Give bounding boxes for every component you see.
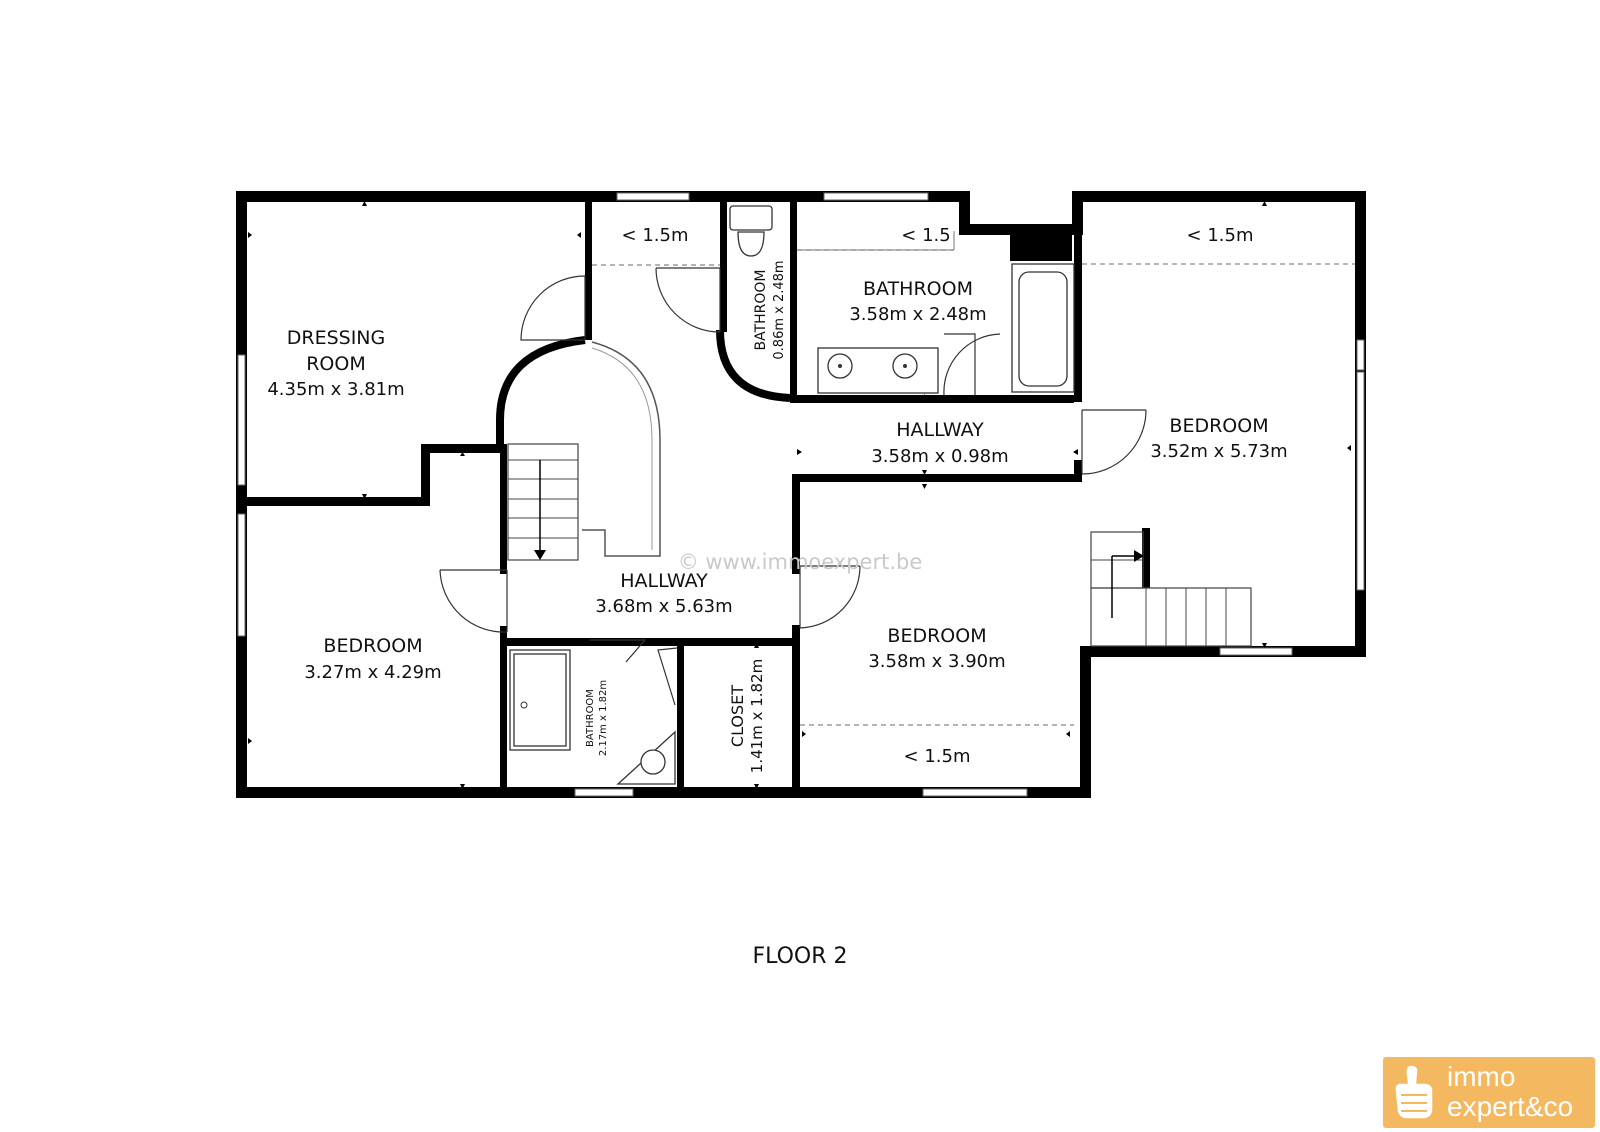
bedroom-mid-name: BEDROOM	[887, 625, 986, 647]
bathroom-small-top-name: BATHROOM	[753, 269, 769, 350]
dressing-room-dims: 4.35m x 3.81m	[267, 379, 404, 400]
curved-wall	[496, 336, 586, 444]
hallway-main-name: HALLWAY	[620, 570, 708, 592]
bathroom-bottom-dims: 2.17m x 1.82m	[598, 680, 609, 756]
bathroom-small-top-dims: 0.86m x 2.48m	[772, 260, 787, 359]
logo-text-immo: immo	[1447, 1061, 1516, 1092]
floor-label: FLOOR 2	[752, 944, 847, 969]
windows	[237, 192, 1365, 797]
curved-wall	[716, 329, 791, 402]
stairs-right	[1090, 531, 1252, 647]
walls	[236, 191, 1366, 798]
company-logo: immo expert&co	[1383, 1057, 1595, 1128]
fixtures	[509, 205, 1075, 785]
bathroom-bottom-name: BATHROOM	[585, 689, 596, 747]
watermark: © www.immoexpert.be	[678, 550, 923, 574]
dressing-room-name-2: ROOM	[306, 353, 366, 375]
low-ceiling-top-hall: < 1.5m	[622, 225, 689, 246]
bedroom-mid-dims: 3.58m x 3.90m	[868, 651, 1005, 672]
stairs-left	[507, 443, 579, 561]
hallway-main-dims: 3.68m x 5.63m	[595, 596, 732, 617]
doors	[439, 267, 1147, 706]
bedroom-left-name: BEDROOM	[323, 635, 422, 657]
dressing-room-name-1: DRESSING	[287, 327, 386, 349]
low-ceiling-right-bed: < 1.5m	[1187, 225, 1254, 246]
logo-text-expert: expert&co	[1447, 1091, 1574, 1122]
closet-name: CLOSET	[728, 685, 747, 747]
bedroom-right-name: BEDROOM	[1169, 415, 1268, 437]
bathroom-top-name: BATHROOM	[863, 278, 973, 300]
closet-dims: 1.41m x 1.82m	[748, 659, 766, 773]
dimension-ticks	[248, 201, 1351, 789]
thumbs-up-icon	[1394, 1064, 1434, 1120]
low-ceiling-mid-bed: < 1.5m	[904, 746, 971, 767]
bedroom-left-dims: 3.27m x 4.29m	[304, 662, 441, 683]
hallway-top-dims: 3.58m x 0.98m	[871, 446, 1008, 467]
bathroom-top-dims: 3.58m x 2.48m	[849, 304, 986, 325]
low-ceiling-top-bath: < 1.5	[901, 225, 950, 246]
hallway-top-name: HALLWAY	[896, 419, 984, 441]
bedroom-right-dims: 3.52m x 5.73m	[1150, 441, 1287, 462]
